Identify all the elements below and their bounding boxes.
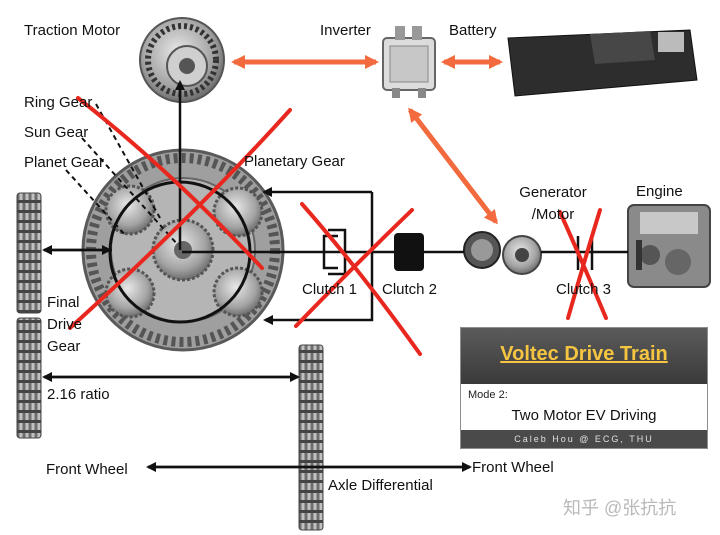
cross-out-clutch1-b: [294, 208, 414, 328]
cross-out-clutch3-b: [566, 208, 602, 320]
traction-motor-icon: [139, 17, 225, 103]
planet-gear-label: Planet Gear: [24, 154, 105, 171]
cross-out-planetary-b: [68, 108, 292, 330]
generator-motor-icon: [463, 231, 542, 275]
planetary-gear-label: Planetary Gear: [244, 153, 345, 170]
sun-gear-leader: [81, 137, 179, 246]
ratio-label: 2.16 ratio: [47, 386, 110, 403]
clutch-1-label: Clutch 1: [302, 281, 358, 298]
traction-motor-label: Traction Motor: [24, 22, 121, 39]
front-wheel-right-label: Front Wheel: [472, 459, 554, 476]
axle-differential-label: Axle Differential: [328, 477, 433, 494]
sun-gear-label: Sun Gear: [24, 124, 89, 141]
generator-motor-label: Generator /Motor: [519, 184, 587, 223]
power-arrow-inverter-generator: [408, 107, 498, 225]
engine-label: Engine: [636, 183, 683, 200]
final-drive-gear-label: Final Drive Gear: [47, 294, 83, 355]
clutch-3-label: Clutch 3: [556, 281, 612, 298]
watermark: 知乎 @张抗抗: [563, 498, 677, 518]
planet-gear-leader: [65, 169, 127, 237]
cross-out-planetary-a: [76, 96, 264, 270]
voltec-title-card: Voltec Drive Train Mode 2: Two Motor EV …: [460, 327, 708, 449]
voltec-title-header: Voltec Drive Train: [461, 328, 707, 384]
clutch-2-block: [394, 233, 424, 271]
inverter-label: Inverter: [320, 22, 371, 39]
inverter-icon: [382, 26, 436, 98]
voltec-title: Voltec Drive Train: [500, 343, 668, 365]
voltec-footer: Caleb Hou @ ECG, THU: [461, 430, 707, 448]
axle-differential-gear-icon: [298, 344, 324, 531]
cross-out-clutch1-a: [300, 202, 422, 356]
clutch-2-label: Clutch 2: [382, 281, 438, 298]
front-wheel-left-label: Front Wheel: [46, 461, 128, 478]
final-drive-gear-icon: [16, 192, 42, 439]
planetary-gear-icon: [81, 148, 285, 352]
engine-icon: [627, 204, 711, 288]
voltec-subtitle: Two Motor EV Driving: [511, 407, 657, 424]
voltec-mode: Mode 2:: [468, 389, 508, 401]
ring-gear-label: Ring Gear: [24, 94, 93, 111]
battery-icon: [507, 29, 698, 97]
battery-label: Battery: [449, 22, 497, 39]
